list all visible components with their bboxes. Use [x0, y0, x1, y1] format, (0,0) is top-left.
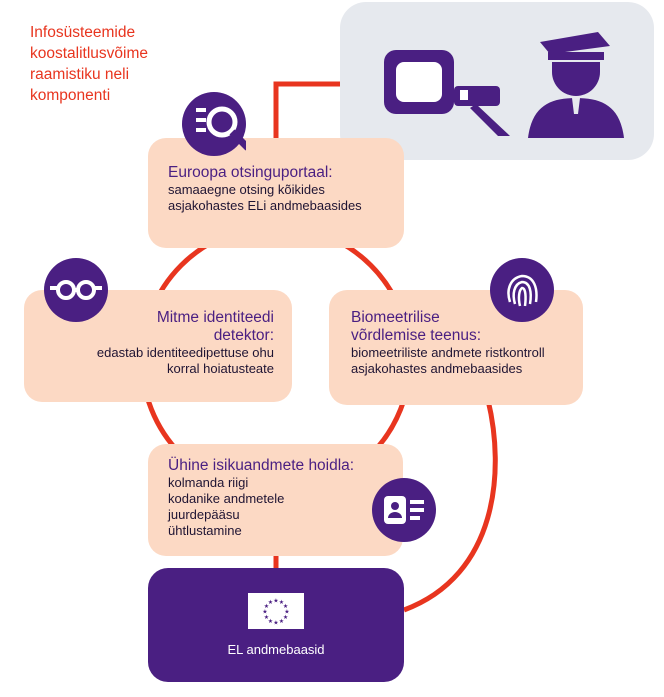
id-card-icon	[372, 478, 436, 542]
eu-flag-star: ★	[273, 620, 278, 627]
connector-bms-to-db	[403, 399, 498, 613]
officer-panel	[340, 2, 654, 160]
component-title: Mitme identiteedi detektor:	[156, 309, 274, 344]
eu-flag-star: ★	[268, 599, 273, 606]
component-title: Biomeetrilise võrdlemise teenus:	[351, 309, 482, 344]
eu-flag-star: ★	[283, 603, 288, 610]
component-description: samaaegne otsing kõikides asjakohastes E…	[168, 182, 362, 213]
eu-flag-star: ★	[283, 614, 288, 621]
eu-flag-star: ★	[273, 598, 278, 605]
eu-flag-star: ★	[279, 599, 284, 606]
eu-flag-star: ★	[284, 609, 289, 616]
eu-flag-star: ★	[268, 618, 273, 625]
component-common-identity-repository: Ühine isikuandmete hoidla: kolmanda riig…	[148, 444, 403, 556]
component-description: edastab identiteedipettuse ohu korral ho…	[96, 345, 274, 376]
eu-flag-star: ★	[262, 609, 267, 616]
component-title: Ühine isikuandmete hoidla:	[168, 457, 355, 474]
tablet-scanner-icon	[384, 50, 510, 136]
eu-flag-star: ★	[279, 618, 284, 625]
fingerprint-icon	[490, 258, 554, 322]
police-officer-icon	[528, 32, 624, 138]
eu-flag-icon: ★★★★★★★★★★★★	[248, 593, 304, 629]
component-search-portal: Euroopa otsinguportaal: samaaegne otsing…	[148, 138, 404, 248]
component-multiple-identity-detector: Mitme identiteedi detektor: edastab iden…	[24, 290, 292, 402]
eu-flag-star: ★	[264, 614, 269, 621]
eu-databases-box: ★★★★★★★★★★★★ EL andmebaasid	[148, 568, 404, 682]
component-description: kolmanda riigi kodanike andmetele juurde…	[168, 475, 285, 538]
glasses-icon	[44, 258, 108, 322]
component-description: biomeetriliste andmete ristkontroll asja…	[351, 345, 545, 376]
eu-flag-star: ★	[264, 603, 269, 610]
search-document-icon	[182, 92, 251, 156]
component-title: Euroopa otsinguportaal:	[168, 164, 333, 181]
component-biometric-matching-service: Biomeetrilise võrdlemise teenus: biomeet…	[329, 290, 583, 405]
eu-databases-label: EL andmebaasid	[227, 642, 325, 657]
diagram-title: Infosüsteemide koostalitlusvõime raamist…	[30, 24, 149, 104]
